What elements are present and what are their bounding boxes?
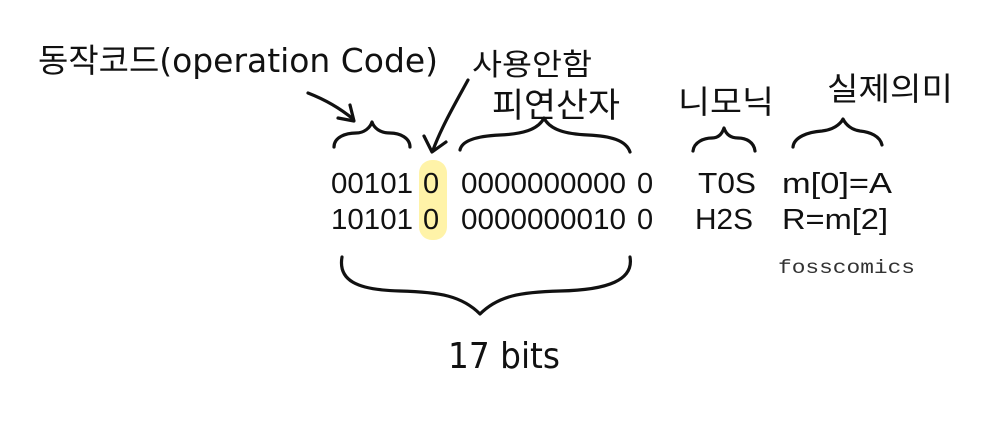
opcode-label: 동작코드(operation Code)	[38, 41, 438, 80]
unused-bit: 0	[423, 204, 439, 236]
opcode-brace	[332, 120, 412, 149]
opcode-bits: 00101	[331, 168, 413, 200]
instruction-row: 00101 0 0000000000 0 T0S m[0]=A	[331, 168, 893, 200]
meaning-label: 실제의미	[827, 70, 953, 108]
opcode-bits: 10101	[331, 204, 413, 236]
unused-bit: 0	[423, 168, 439, 200]
meaning-brace	[791, 117, 884, 149]
meaning: m[0]=A	[782, 168, 893, 200]
operand-bits: 0000000010	[461, 204, 626, 236]
mnemonic-brace	[691, 126, 757, 153]
unused-label: 사용안함	[472, 48, 592, 83]
opcode-arrow	[306, 91, 356, 123]
unused-bit-highlight	[419, 160, 447, 240]
bit-width-brace	[339, 255, 632, 316]
meaning: R=m[2]	[782, 204, 888, 236]
tail-bit: 0	[637, 168, 653, 200]
unused-arrow	[422, 78, 470, 154]
credit-text: fosscomics	[778, 257, 915, 279]
operand-bits: 0000000000	[461, 168, 626, 200]
operand-label: 피연산자	[492, 86, 620, 126]
bit-count-label: 17 bits	[448, 336, 560, 377]
mnemonic: T0S	[698, 168, 756, 200]
mnemonic-label: 니모닉	[678, 83, 774, 121]
instruction-row: 10101 0 0000000010 0 H2S R=m[2]	[331, 204, 888, 236]
operand-brace	[458, 116, 632, 154]
mnemonic: H2S	[695, 204, 753, 236]
tail-bit: 0	[637, 204, 653, 236]
